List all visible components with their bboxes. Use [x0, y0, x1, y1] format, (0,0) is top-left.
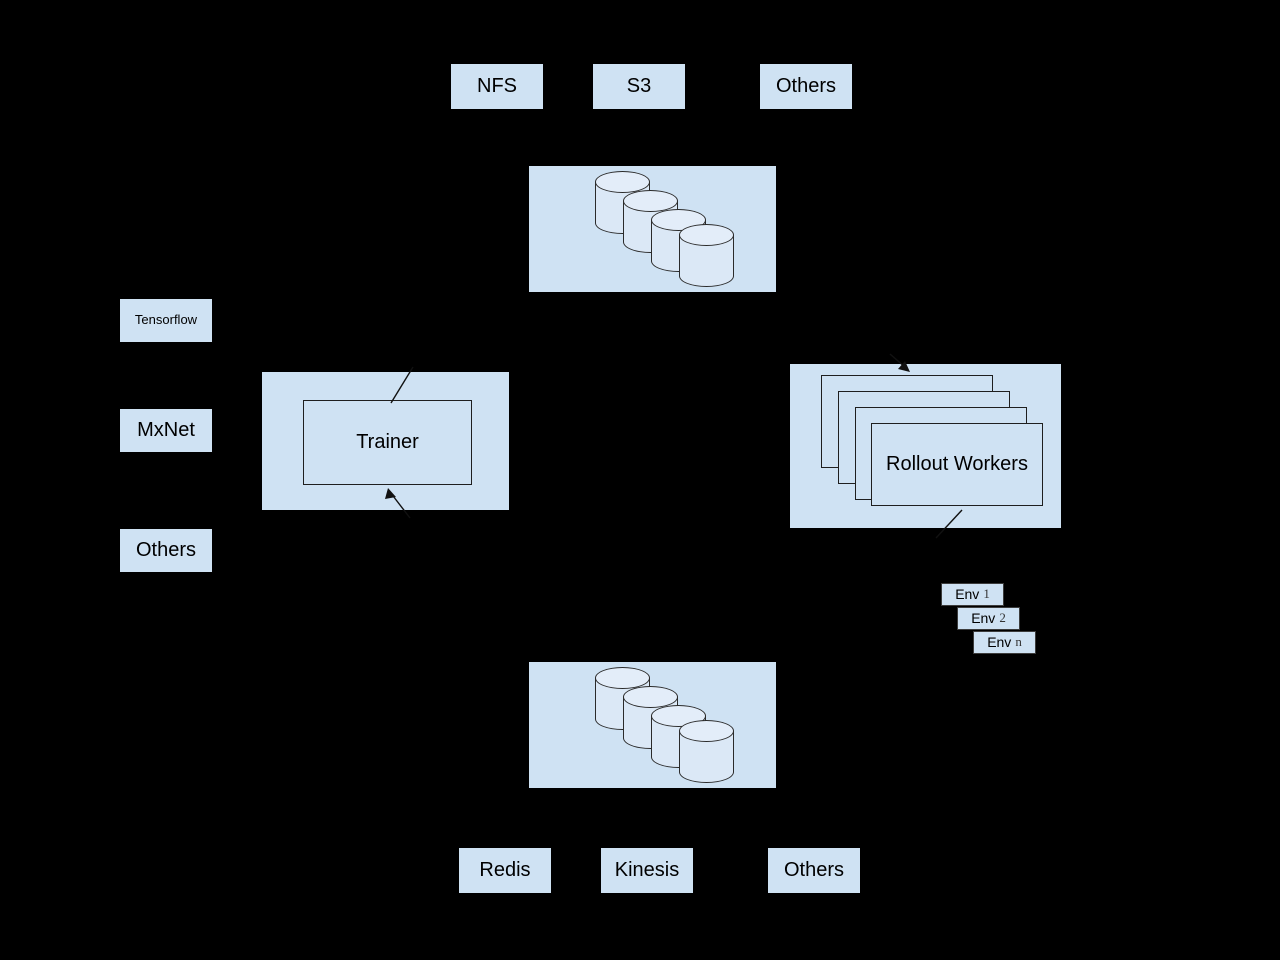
trainer-label: Trainer: [356, 431, 419, 453]
model-store-panel[interactable]: [529, 166, 776, 292]
replay-buffer-cylinder-group: [529, 662, 776, 788]
memory-backend-redis[interactable]: Redis: [459, 848, 551, 893]
trainer-box[interactable]: Trainer: [303, 400, 472, 485]
memory-backend-redis-label: Redis: [479, 859, 531, 881]
memory-backend-kinesis-label: Kinesis: [614, 859, 680, 881]
framework-mxnet-label: MxNet: [137, 419, 195, 441]
model-store-cylinder-group: [529, 166, 776, 292]
framework-mxnet[interactable]: MxNet: [120, 409, 212, 452]
rollout-workers-panel[interactable]: Rollout Workers: [790, 364, 1061, 528]
memory-backend-kinesis[interactable]: Kinesis: [601, 848, 693, 893]
rollout-workers-box[interactable]: Rollout Workers: [871, 423, 1043, 506]
memory-backend-others[interactable]: Others: [768, 848, 860, 893]
env-item-1-index: 1: [983, 586, 990, 602]
storage-backend-s3[interactable]: S3: [593, 64, 685, 109]
env-item-n-index: n: [1015, 634, 1022, 650]
env-item-2-label: Env: [971, 610, 996, 627]
env-item-2-index: 2: [999, 610, 1006, 626]
rollout-workers-label: Rollout Workers: [886, 453, 1028, 475]
storage-backend-others[interactable]: Others: [760, 64, 852, 109]
framework-tensorflow-label: Tensorflow: [134, 312, 198, 328]
memory-backend-others-label: Others: [783, 859, 845, 881]
storage-backend-s3-label: S3: [626, 75, 652, 97]
storage-backend-nfs-label: NFS: [477, 75, 517, 97]
framework-others[interactable]: Others: [120, 529, 212, 572]
env-item-n-label: Env: [987, 634, 1012, 651]
framework-tensorflow[interactable]: Tensorflow: [120, 299, 212, 342]
framework-others-label: Others: [135, 539, 197, 561]
trainer-panel[interactable]: Trainer: [262, 372, 509, 510]
database-cylinder-icon: [679, 224, 734, 287]
env-item-1-label: Env: [955, 586, 980, 603]
database-cylinder-icon: [679, 720, 734, 783]
storage-backend-others-label: Others: [775, 75, 837, 97]
storage-backend-nfs[interactable]: NFS: [451, 64, 543, 109]
replay-buffer-panel[interactable]: [529, 662, 776, 788]
